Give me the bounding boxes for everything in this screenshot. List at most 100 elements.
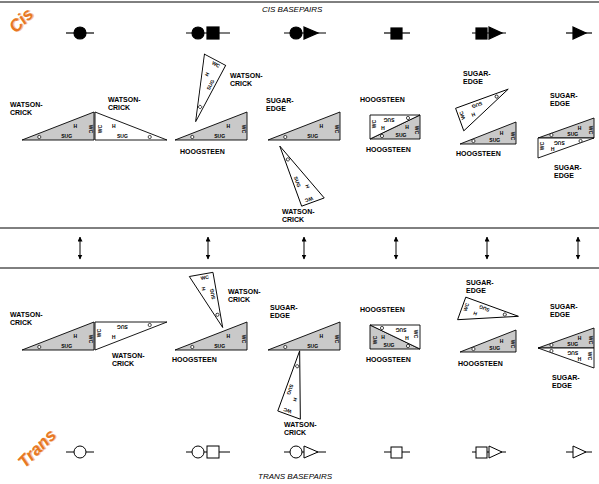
triangle-shape xyxy=(95,112,167,140)
edge-code: H xyxy=(112,124,116,129)
edge-label: SUGAR-EDGE xyxy=(554,164,582,180)
edge-code: SUG xyxy=(307,343,318,348)
rules xyxy=(0,2,599,268)
edge-code: WC xyxy=(87,125,92,133)
edge-code: SUG xyxy=(567,131,578,136)
edge-code: H xyxy=(578,126,582,131)
edge-code: H xyxy=(500,339,504,344)
edge-label: WATSON-CRICK xyxy=(228,288,261,304)
triangle-shape xyxy=(189,272,222,331)
edge-label: WATSON-CRICK xyxy=(10,101,43,117)
edge-code: WC xyxy=(372,120,377,128)
edge-code: H xyxy=(112,334,116,339)
triangle-outline xyxy=(95,112,167,140)
glycosidic-dot xyxy=(198,105,202,109)
triangle-shape xyxy=(268,112,340,140)
triangle-outline xyxy=(268,322,340,350)
edge-code: SUG xyxy=(214,133,225,138)
base-triangle: SUGHWC xyxy=(458,297,519,339)
edge-code: H xyxy=(381,335,385,340)
edge-code: SUG xyxy=(567,350,578,355)
edge-code: WC xyxy=(540,141,545,149)
edge-code: WC xyxy=(240,335,245,343)
triangle-shape xyxy=(95,322,167,350)
triangle-shape xyxy=(174,54,225,122)
trans-symbols xyxy=(66,446,592,458)
edge-code: SUG xyxy=(396,327,407,332)
base-triangle: SUGHWC xyxy=(280,138,324,206)
edge-code: WC xyxy=(509,339,514,347)
triangle-outline xyxy=(538,138,594,158)
triangle-outline xyxy=(456,89,517,131)
edge-label: WATSON-CRICK xyxy=(230,72,263,88)
edge-code: WC xyxy=(372,336,377,344)
edge-code: H xyxy=(405,335,409,340)
triangle-shape xyxy=(538,348,594,368)
triangle-shape xyxy=(22,322,94,350)
triangle-outline xyxy=(175,112,247,140)
triangle-shape xyxy=(370,325,420,349)
edge-code: WC xyxy=(587,126,592,134)
triangle-outline xyxy=(460,330,516,352)
triangle-outline xyxy=(22,322,94,350)
cis-symbols xyxy=(66,27,592,39)
edge-label: HOOGSTEEN xyxy=(360,96,405,104)
glycosidic-dot xyxy=(148,323,151,326)
base-triangle: SUGHWC xyxy=(538,328,594,348)
base-triangle: SUGHWC xyxy=(456,89,517,131)
edge-label: WATSON-CRICK xyxy=(284,421,317,437)
edge-label: SUGAR-EDGE xyxy=(463,70,491,86)
edge-label: HOOGSTEEN xyxy=(456,150,501,158)
glycosidic-dot xyxy=(406,344,409,347)
base-triangle: SUGHWC xyxy=(95,112,167,140)
base-triangle: SUGHWC xyxy=(95,322,167,350)
triangle-shape xyxy=(370,115,420,139)
section-heading: TRANS BASEPAIRS xyxy=(258,473,332,481)
edge-code: SUG xyxy=(567,341,578,346)
base-triangle: SUGH WC xyxy=(538,118,594,138)
edge-code: H xyxy=(292,397,298,402)
base-triangle: SUGHWC xyxy=(278,351,322,419)
edge-code: H xyxy=(578,336,582,341)
glycosidic-dot xyxy=(38,135,41,138)
glycosidic-dot xyxy=(380,134,383,137)
triangle-shape xyxy=(370,115,420,139)
base-triangle: SUGHWC xyxy=(22,322,94,350)
edge-code: SUG xyxy=(61,133,72,138)
triangle-outline xyxy=(538,348,594,368)
edge-code: WC xyxy=(587,351,592,359)
edge-label: HOOGSTEEN xyxy=(180,148,225,156)
edge-code: SUG xyxy=(384,342,395,347)
glycosidic-dot xyxy=(503,312,507,316)
edge-code: WC xyxy=(97,328,102,336)
base-triangle: SUG H WC xyxy=(370,325,420,349)
triangle-shape xyxy=(175,112,247,140)
section-tag: Cis xyxy=(6,5,37,36)
triangle-shape xyxy=(175,322,247,350)
triangle-outline xyxy=(370,325,420,349)
edge-code: H xyxy=(551,146,555,151)
section-tag: Trans xyxy=(15,426,60,471)
glycosidic-dot xyxy=(286,157,290,161)
edge-code: WC xyxy=(333,335,338,343)
edge-code: H xyxy=(319,334,323,339)
edge-code: SUG xyxy=(554,140,565,145)
glycosidic-dot xyxy=(406,116,409,119)
edge-code: WC xyxy=(509,131,514,139)
edge-label: HOOGSTEEN xyxy=(366,146,411,154)
edge-code: WC xyxy=(240,125,245,133)
triangle-shape xyxy=(458,297,519,339)
edge-label: HOOGSTEEN xyxy=(172,356,217,364)
edge-code: SUG xyxy=(117,133,128,138)
edge-label: SUGAR-EDGE xyxy=(270,304,298,320)
edge-label: SUGAR-EDGE xyxy=(552,374,580,390)
triangle-outline xyxy=(280,138,324,206)
edge-label: HOOGSTEEN xyxy=(360,306,405,314)
triangle-outline xyxy=(538,118,594,138)
edge-code: SUG xyxy=(396,132,407,137)
triangle-outline xyxy=(95,322,167,350)
edge-label: SUGAR-EDGE xyxy=(550,303,578,319)
edge-code: H xyxy=(381,125,385,130)
triangle-shape xyxy=(460,330,516,352)
